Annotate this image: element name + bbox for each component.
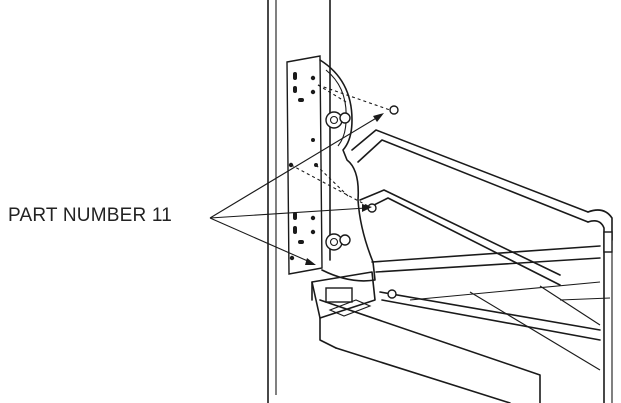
mounting-bracket xyxy=(286,55,323,275)
pivot-bolt-upper xyxy=(325,111,351,129)
callout-arrows xyxy=(209,113,384,265)
wire-basket-frame xyxy=(351,129,613,403)
pivot-bolt-lower xyxy=(325,233,351,251)
screw-upper xyxy=(317,84,399,115)
screw-lower xyxy=(387,289,397,299)
part-callout-label: PART NUMBER 11 xyxy=(8,205,172,226)
cabinet-side-panel xyxy=(267,0,331,403)
basket-base-rails xyxy=(371,245,611,371)
bottom-runner xyxy=(311,271,601,403)
